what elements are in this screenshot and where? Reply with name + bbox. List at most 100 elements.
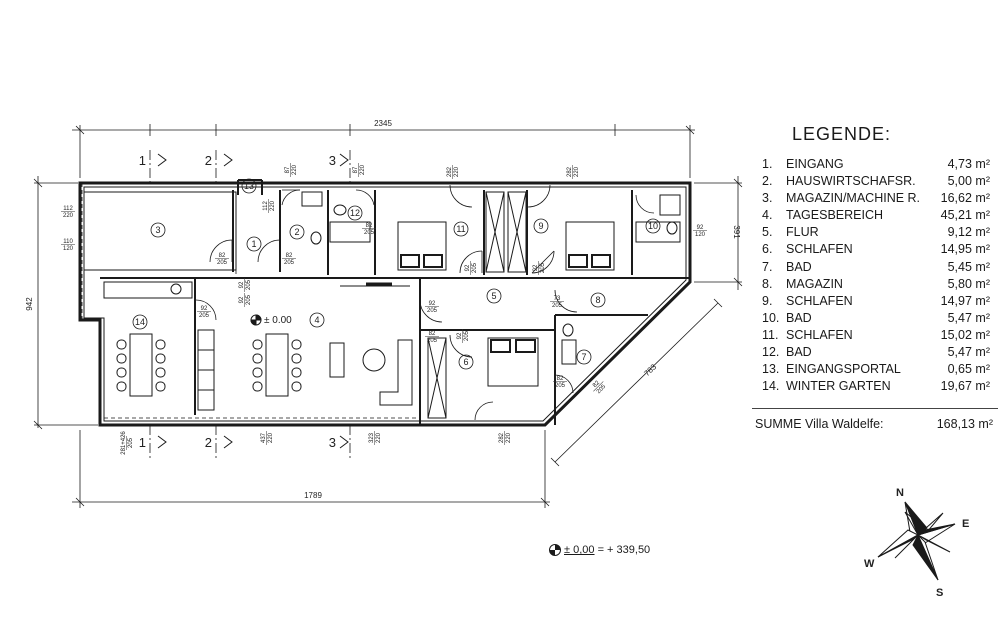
legend-item-number: 13. [762, 362, 780, 377]
legend-item-area: 0,65 m² [947, 362, 990, 377]
legend-divider [752, 408, 998, 409]
opening-height: 205 [552, 303, 563, 309]
section-flags [157, 153, 349, 449]
legend-item-area: 16,62 m² [940, 191, 990, 206]
legend-item-area: 5,45 m² [947, 259, 990, 274]
legend-item-area: 5,00 m² [947, 174, 990, 189]
legend-item-name: FLUR [786, 225, 819, 240]
legend-item: 3.MAGAZIN/MACHINE R.16,62 m² [752, 191, 992, 208]
legend-item-area: 9,12 m² [947, 225, 990, 240]
legend-item-number: 9. [762, 293, 773, 308]
opening-width: 92 [465, 264, 471, 271]
opening-height: 205 [128, 437, 134, 448]
opening-divider [593, 381, 604, 392]
legend-item-number: 12. [762, 345, 780, 360]
room-number-7: 7 [581, 352, 586, 362]
beds [397, 221, 615, 387]
opening-height: 205 [364, 230, 375, 236]
legend-item-name: TAGESBEREICH [786, 208, 884, 223]
legend-sum-label: SUMME Villa Waldelfe: [755, 417, 884, 431]
level-mark-symbol [250, 314, 262, 326]
opening-width: 110 [63, 239, 73, 245]
opening-height: 205 [555, 383, 566, 389]
legend-item-number: 6. [762, 242, 773, 257]
legend-item-area: 4,73 m² [947, 157, 990, 171]
room-number-14: 14 [135, 317, 145, 327]
legend-item-area: 14,95 m² [940, 242, 990, 257]
compass-rose [877, 501, 956, 581]
legend-item-name: MAGAZIN [786, 276, 843, 291]
legend-item-name: HAUSWIRTSCHAFSR. [786, 174, 916, 189]
opening-width: 92 [697, 225, 704, 231]
room-number-6: 6 [463, 357, 468, 367]
opening-width: 92 [533, 264, 539, 271]
opening-height: 120 [63, 246, 74, 252]
opening-height: 205 [472, 262, 478, 273]
opening-height: 220 [506, 432, 512, 443]
opening-width: 92 [239, 296, 245, 303]
opening-height: 205 [284, 260, 295, 266]
opening-height: 220 [270, 200, 276, 211]
legend-item-name: SCHLAFEN [786, 293, 853, 308]
legend-item-area: 15,02 m² [940, 327, 990, 342]
opening-width: 87 [353, 166, 359, 173]
dimension-lines [33, 124, 743, 508]
legend-item-name: EINGANGSPORTAL [786, 362, 901, 377]
legend-item-number: 11. [762, 327, 779, 342]
section-lines [149, 150, 351, 458]
opening-width: 92 [239, 281, 245, 288]
opening-height: 205 [427, 308, 438, 314]
legend-sum-area: 168,13 m² [936, 417, 993, 431]
legend-item-name: BAD [786, 310, 812, 325]
room-number-1: 1 [251, 239, 256, 249]
legend-item-number: 1. [762, 157, 773, 171]
compass-e: E [962, 518, 969, 530]
opening-height: 205 [246, 279, 252, 290]
room-circles [132, 178, 661, 370]
opening-height: 205 [596, 383, 608, 395]
opening-width: 282 [447, 166, 453, 177]
legend-item-number: 2. [762, 174, 773, 189]
legend-item-name: BAD [786, 345, 812, 360]
dashed-lines [81, 183, 420, 419]
opening-width: 82 [286, 253, 293, 259]
opening-height: 220 [268, 432, 274, 443]
legend-item-name: SCHLAFEN [786, 242, 853, 257]
room-number-3: 3 [155, 225, 160, 235]
opening-width: 92 [457, 332, 463, 339]
section-mark-3-bottom: 3 [329, 435, 336, 450]
section-mark-2-bottom: 2 [205, 435, 212, 450]
legend-item: 6. SCHLAFEN 14,95 m² [752, 242, 992, 259]
datum-rest: = + 339,50 [594, 544, 651, 556]
opening-width: 82 [219, 253, 226, 259]
room-number-10: 10 [648, 221, 658, 231]
legend-item-name: WINTER GARTEN [786, 379, 891, 394]
opening-height: 205 [427, 338, 438, 344]
legend-item-number: 14. [762, 379, 780, 394]
room-number-9: 9 [538, 221, 543, 231]
legend-item-area: 5,47 m² [947, 310, 990, 325]
opening-height: 205 [217, 260, 228, 266]
dim-total-width: 2345 [374, 119, 392, 128]
